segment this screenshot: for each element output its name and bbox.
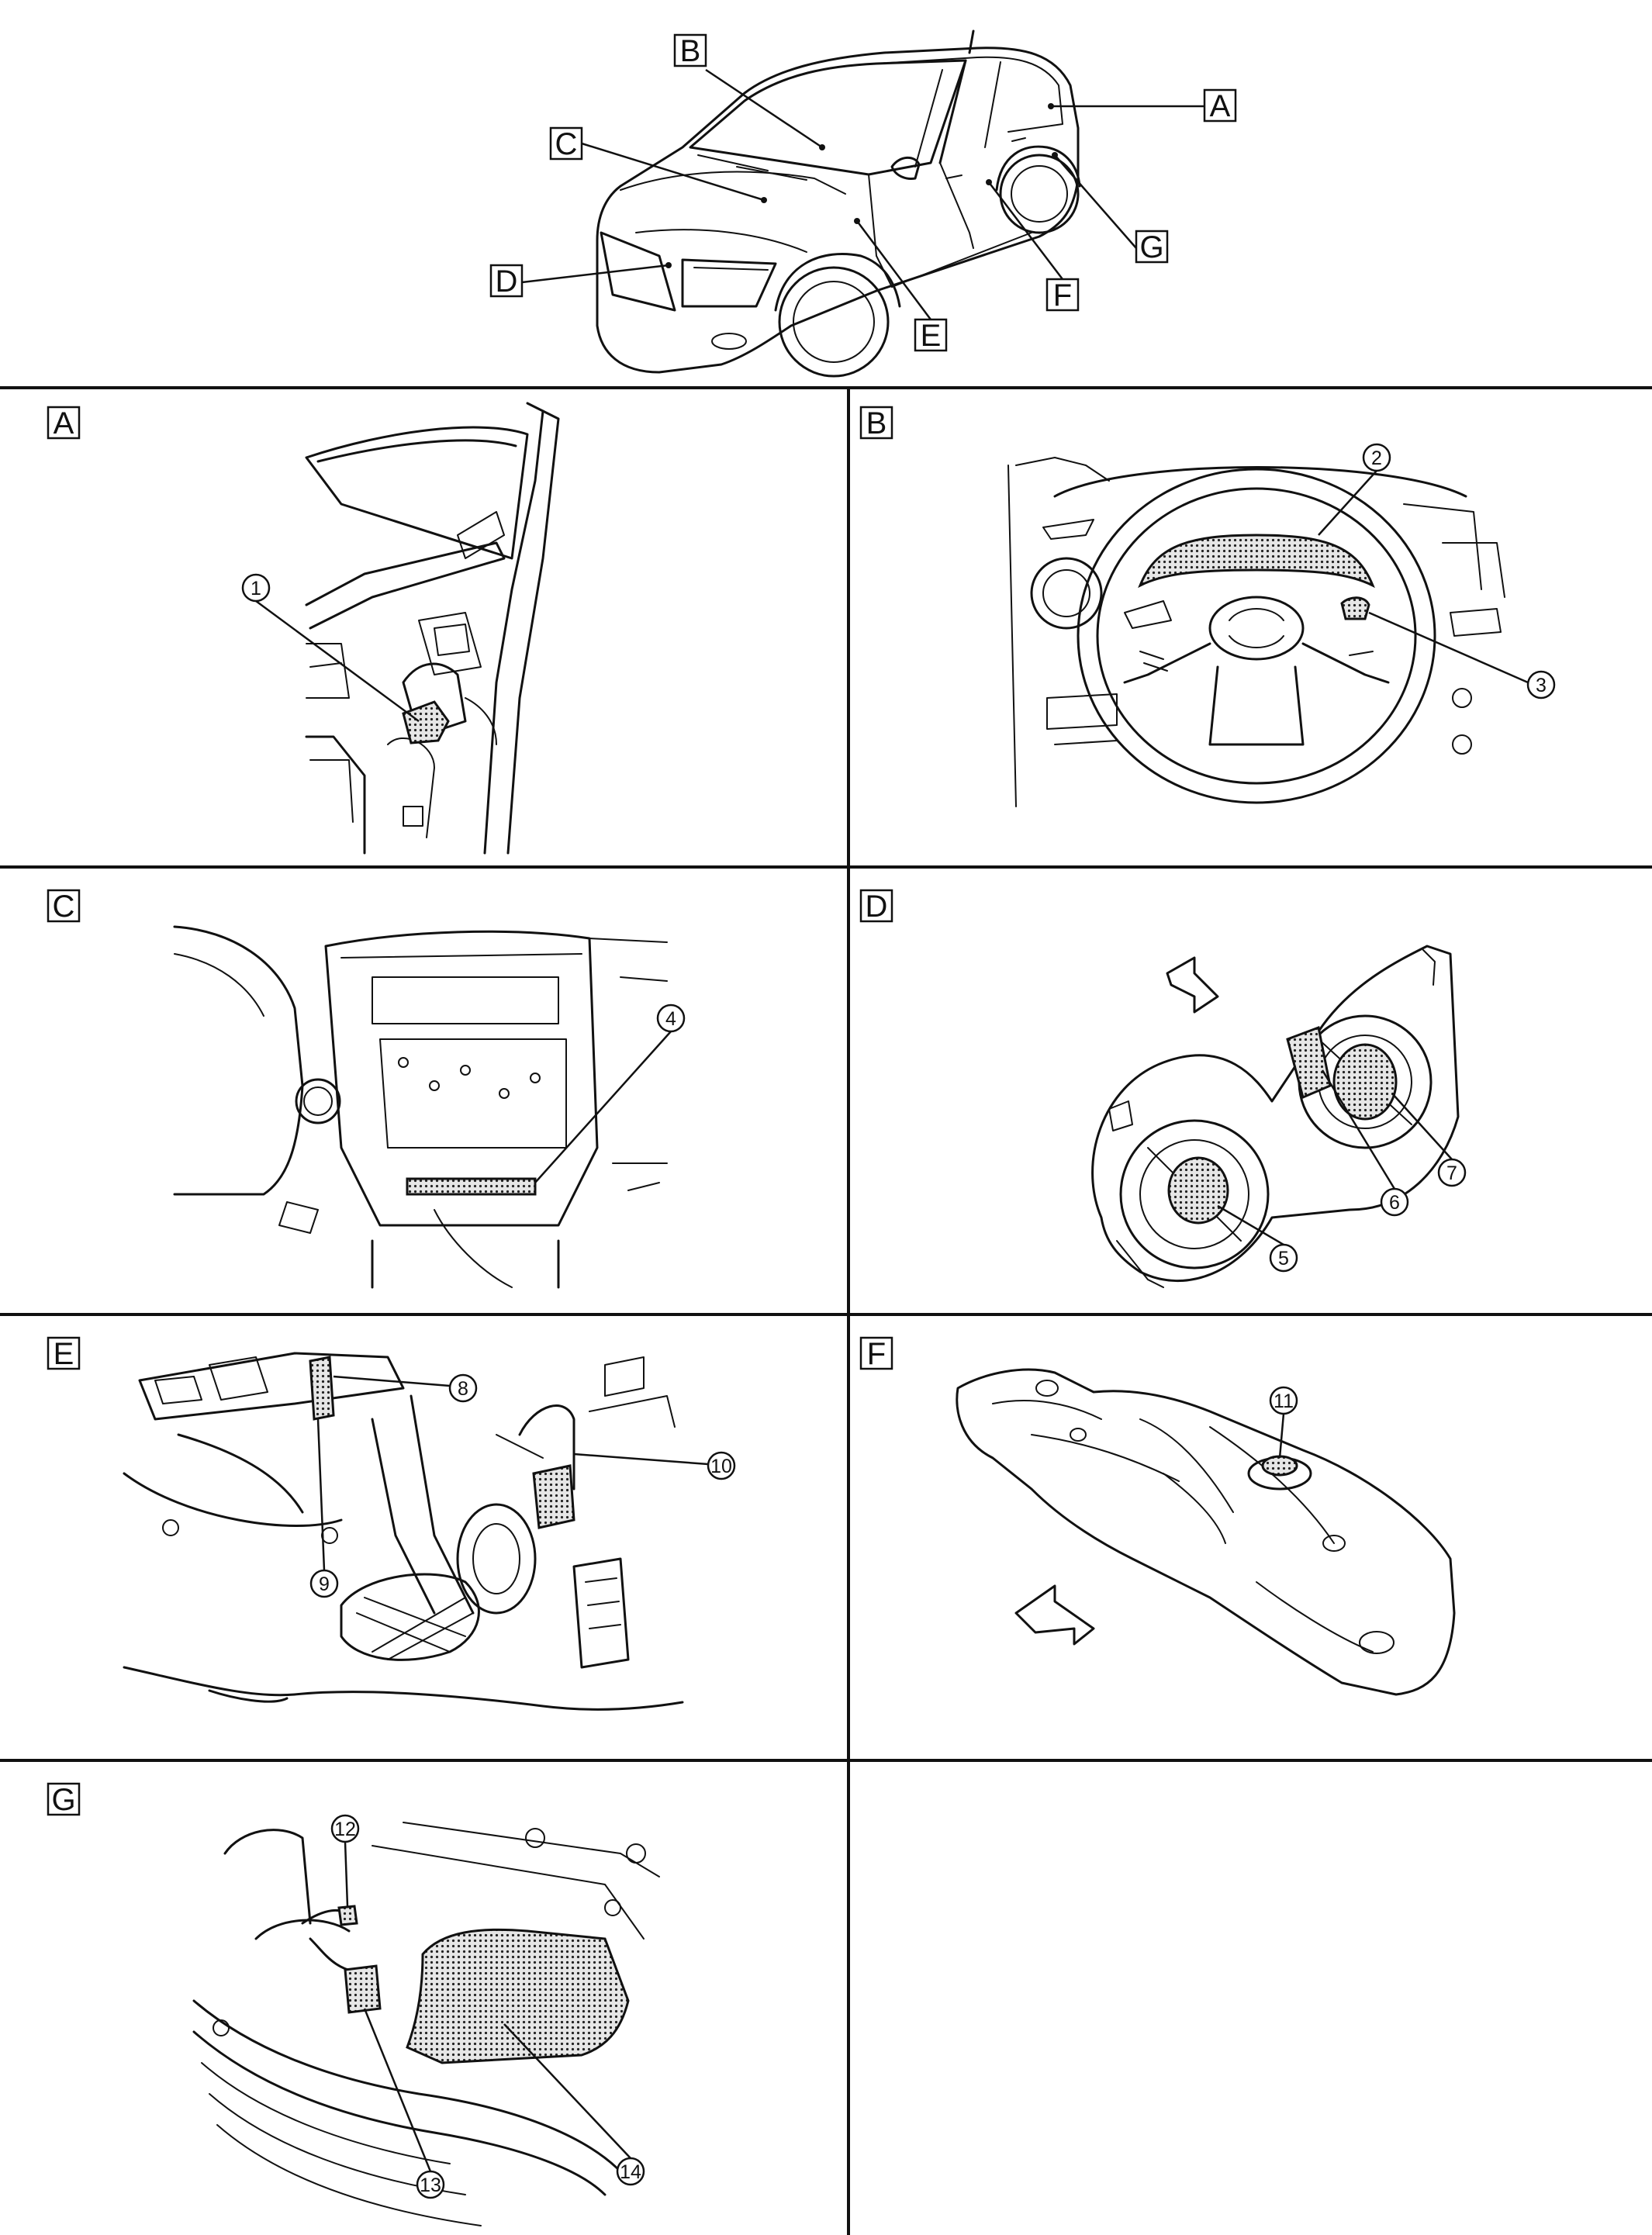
panel-a-illustration (305, 402, 560, 855)
overview-callout-c[interactable]: C (549, 126, 767, 203)
svg-text:14: 14 (620, 2161, 641, 2183)
callout-5[interactable]: 5 (1217, 1204, 1298, 1273)
panel-e-illustration (123, 1352, 684, 1711)
panel-grid (0, 386, 1652, 2235)
svg-text:D: D (866, 890, 888, 924)
overview-callout-b[interactable]: B (673, 33, 825, 150)
svg-text:C: C (53, 890, 75, 924)
panel-b: B (859, 406, 1556, 807)
svg-text:12: 12 (334, 1819, 356, 1840)
vehicle-overview-illustration (596, 29, 1081, 378)
svg-text:C: C (555, 127, 578, 161)
panel-d-illustration (1091, 945, 1460, 1288)
panel-a: A 1 (47, 402, 560, 855)
svg-text:E: E (54, 1337, 74, 1371)
panel-f: F 11 (859, 1336, 1456, 1696)
svg-text:F: F (1053, 278, 1072, 313)
callout-9[interactable]: 9 (309, 1418, 339, 1598)
overview-callouts: B C D A G F (489, 33, 1237, 353)
callout-6[interactable]: 6 (1321, 1069, 1409, 1217)
svg-text:B: B (680, 34, 701, 68)
svg-text:10: 10 (710, 1456, 732, 1477)
overview-callout-g[interactable]: G (1052, 152, 1169, 264)
svg-text:A: A (1210, 89, 1231, 123)
callout-13[interactable]: 13 (363, 2008, 445, 2199)
callout-2[interactable]: 2 (1318, 443, 1391, 536)
callout-3[interactable]: 3 (1368, 611, 1556, 700)
svg-text:4: 4 (665, 1008, 676, 1030)
svg-text:7: 7 (1446, 1162, 1457, 1184)
svg-text:13: 13 (420, 2175, 441, 2196)
overview-callout-f[interactable]: F (986, 179, 1080, 313)
svg-text:8: 8 (458, 1378, 468, 1400)
svg-text:G: G (1139, 230, 1163, 264)
svg-text:1: 1 (251, 578, 261, 599)
callout-4[interactable]: 4 (534, 1004, 686, 1183)
svg-text:2: 2 (1371, 447, 1382, 469)
callout-14[interactable]: 14 (503, 2023, 645, 2186)
panel-g-illustration (192, 1822, 660, 2226)
callout-11[interactable]: 11 (1269, 1386, 1298, 1459)
svg-text:D: D (496, 264, 518, 299)
callout-1[interactable]: 1 (241, 573, 420, 723)
callout-12[interactable]: 12 (330, 1814, 360, 1907)
svg-text:11: 11 (1274, 1390, 1294, 1412)
svg-text:G: G (51, 1783, 75, 1817)
svg-text:B: B (866, 406, 887, 440)
panel-c: C 4 (47, 889, 686, 1289)
svg-text:5: 5 (1278, 1248, 1289, 1269)
panel-d: D 5 6 7 (859, 889, 1467, 1288)
panel-c-illustration (173, 925, 668, 1289)
svg-text:6: 6 (1389, 1192, 1400, 1214)
svg-text:9: 9 (319, 1573, 330, 1595)
callout-10[interactable]: 10 (573, 1451, 736, 1480)
panel-e: E (47, 1336, 736, 1711)
svg-text:3: 3 (1536, 675, 1547, 696)
panel-g: G 12 (47, 1782, 660, 2226)
overview-callout-d[interactable]: D (489, 262, 672, 299)
panel-b-illustration (1007, 457, 1505, 807)
panel-f-illustration (956, 1368, 1456, 1696)
callout-8[interactable]: 8 (333, 1373, 478, 1403)
svg-text:F: F (867, 1337, 886, 1371)
overview-callout-a[interactable]: A (1048, 88, 1237, 123)
svg-text:E: E (921, 319, 942, 353)
svg-text:A: A (54, 406, 74, 440)
overview-callout-e[interactable]: E (854, 218, 948, 353)
callout-7[interactable]: 7 (1391, 1093, 1467, 1187)
